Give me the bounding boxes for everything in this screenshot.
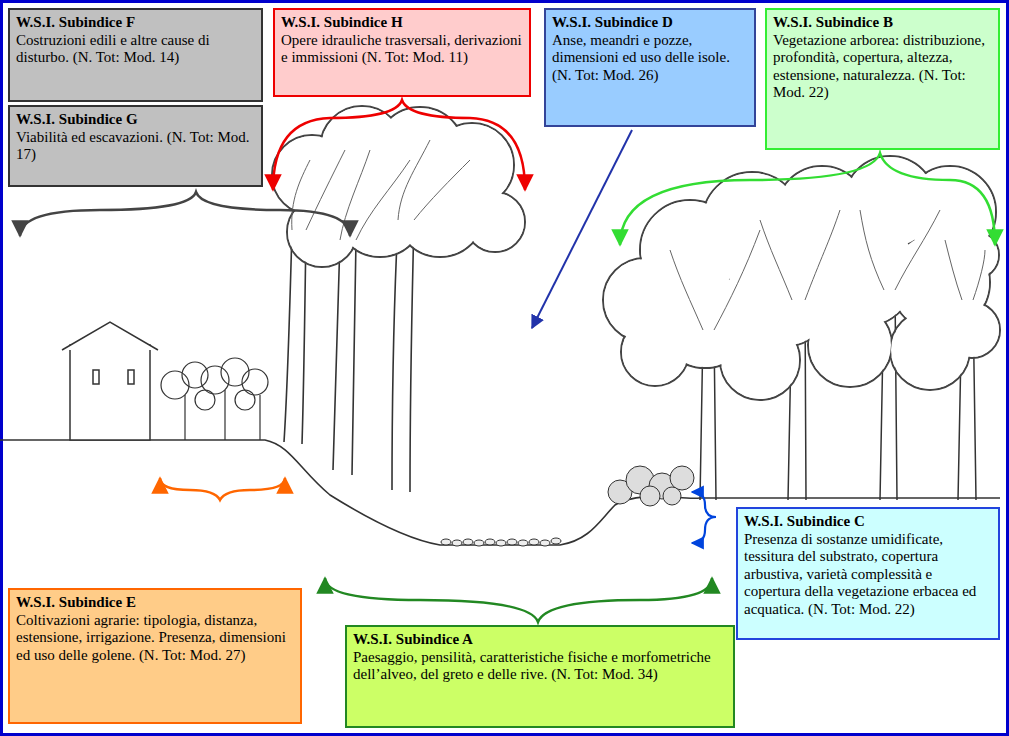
bank-shrubs bbox=[608, 466, 694, 506]
left-tree-crowns-fill bbox=[273, 107, 524, 266]
subindex-heading: W.S.I. Subindice B bbox=[773, 14, 992, 32]
left-tree-branches bbox=[292, 140, 470, 240]
subindex-description: Presenza di sostanze umidificate, tessit… bbox=[744, 531, 992, 619]
subindex-heading: W.S.I. Subindice E bbox=[16, 594, 294, 612]
bracket-b bbox=[620, 153, 995, 245]
subindex-description: Costruzioni edili e altre cause di distu… bbox=[16, 32, 255, 67]
subindex-box: W.S.I. Subindice CPresenza di sostanze u… bbox=[736, 507, 1000, 640]
subindex-description: Vegetazione arborea: distribuzione, prof… bbox=[773, 32, 992, 102]
left-tree-crowns-outline bbox=[272, 106, 525, 267]
subindex-box: W.S.I. Subindice HOpere idrauliche trasv… bbox=[273, 8, 531, 97]
subindex-box: W.S.I. Subindice FCostruzioni edili e al… bbox=[8, 8, 263, 102]
subindex-description: Opere idrauliche trasversali, derivazion… bbox=[281, 32, 523, 67]
right-tree-crowns-fill bbox=[604, 157, 999, 399]
house bbox=[62, 322, 158, 440]
subindex-heading: W.S.I. Subindice D bbox=[552, 14, 748, 32]
subindex-description: Coltivazioni agrarie: tipologia, distanz… bbox=[16, 612, 294, 665]
riverbed-stones bbox=[441, 538, 561, 546]
bracket-h bbox=[273, 100, 525, 190]
bracket-g bbox=[20, 192, 350, 236]
subindex-heading: W.S.I. Subindice A bbox=[353, 631, 727, 649]
subindex-heading: W.S.I. Subindice G bbox=[16, 111, 255, 129]
subindex-description: Paesaggio, pensilità, caratteristiche fi… bbox=[353, 649, 727, 684]
pointer-d bbox=[532, 130, 632, 328]
bracket-c bbox=[692, 492, 716, 543]
subindex-heading: W.S.I. Subindice F bbox=[16, 14, 255, 32]
subindex-box: W.S.I. Subindice GViabilità ed escavazio… bbox=[8, 105, 263, 187]
subindex-box: W.S.I. Subindice BVegetazione arborea: d… bbox=[765, 8, 1000, 150]
subindex-box: W.S.I. Subindice DAnse, meandri e pozze,… bbox=[544, 8, 756, 127]
subindex-heading: W.S.I. Subindice H bbox=[281, 14, 523, 32]
subindex-description: Anse, meandri e pozze, dimensioni ed uso… bbox=[552, 32, 748, 85]
subindex-box: W.S.I. Subindice EColtivazioni agrarie: … bbox=[8, 588, 302, 724]
subindex-description: Viabilità ed escavazioni. (N. Tot: Mod. … bbox=[16, 129, 255, 164]
bracket-a bbox=[325, 578, 712, 622]
subindex-heading: W.S.I. Subindice C bbox=[744, 513, 992, 531]
vineyard bbox=[161, 358, 268, 440]
subindex-box: W.S.I. Subindice APaesaggio, pensilità, … bbox=[345, 625, 735, 728]
right-tree-branches bbox=[670, 210, 985, 330]
bracket-e bbox=[160, 478, 285, 500]
